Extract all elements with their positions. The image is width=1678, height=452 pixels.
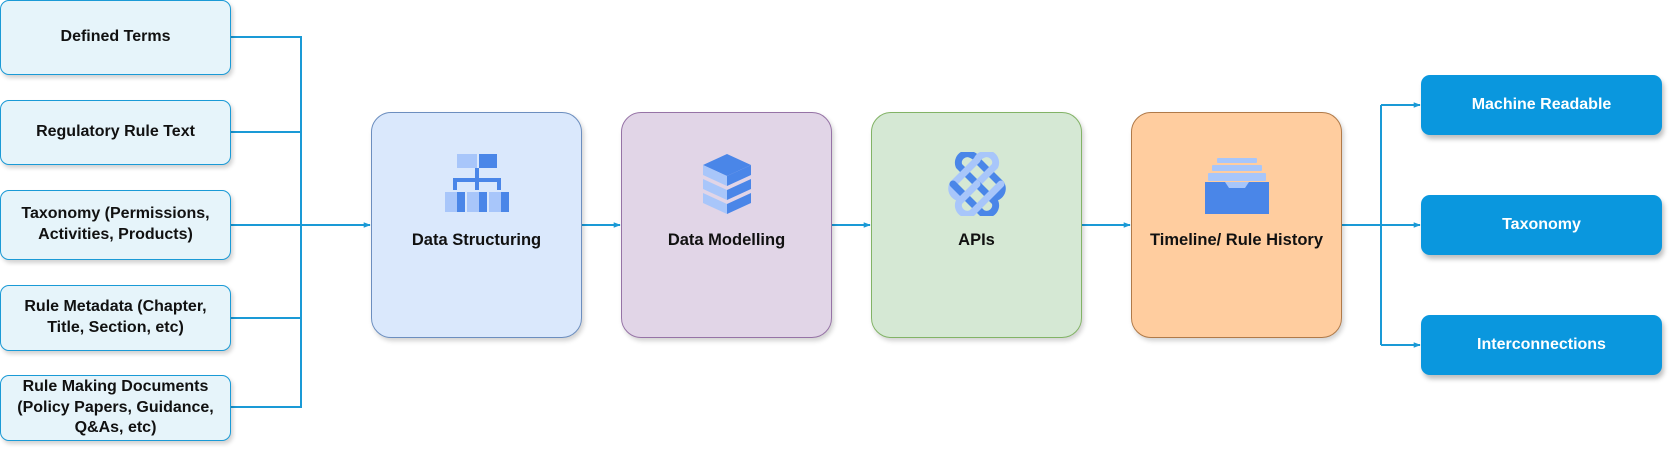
archive-drawer-icon	[1204, 158, 1269, 215]
output-label: Taxonomy	[1502, 215, 1581, 233]
connector-defined-terms	[230, 36, 302, 225]
output-interconnections[interactable]: Interconnections	[1421, 315, 1662, 375]
input-defined-terms[interactable]: Defined Terms	[0, 0, 231, 75]
stage-apis[interactable]: APIs	[871, 112, 1082, 338]
stage-data-structuring[interactable]: Data Structuring	[371, 112, 582, 338]
input-label: Regulatory Rule Text	[36, 123, 195, 141]
stage-label: Timeline/ Rule History	[1150, 231, 1323, 250]
input-regulatory-rule-text[interactable]: Regulatory Rule Text	[0, 100, 231, 165]
stage-data-modelling[interactable]: Data Modelling	[621, 112, 832, 338]
input-rule-metadata[interactable]: Rule Metadata (Chapter, Title, Section, …	[0, 285, 231, 351]
hierarchy-icon	[444, 154, 509, 213]
output-label: Interconnections	[1477, 335, 1606, 353]
input-taxonomy[interactable]: Taxonomy (Permissions, Activities, Produ…	[0, 190, 231, 260]
input-label: Taxonomy (Permissions, Activities, Produ…	[21, 205, 210, 243]
layers-icon	[702, 154, 751, 215]
stage-timeline-rule-history[interactable]: Timeline/ Rule History	[1131, 112, 1342, 338]
stage-label: Data Modelling	[667, 231, 786, 250]
input-label: Rule Making Documents (Policy Papers, Gu…	[17, 377, 214, 437]
connector-rule-making-documents	[230, 225, 302, 408]
input-rule-making-documents[interactable]: Rule Making Documents (Policy Papers, Gu…	[0, 375, 231, 441]
api-icon	[947, 152, 1006, 217]
output-label: Machine Readable	[1471, 95, 1612, 113]
output-machine-readable[interactable]: Machine Readable	[1421, 75, 1662, 135]
connectors	[230, 36, 1421, 408]
stage-label: Data Structuring	[411, 231, 542, 250]
stage-label: APIs	[958, 231, 995, 250]
input-label: Defined Terms	[60, 28, 171, 46]
output-taxonomy[interactable]: Taxonomy	[1421, 195, 1662, 255]
input-label: Rule Metadata (Chapter, Title, Section, …	[24, 298, 207, 336]
